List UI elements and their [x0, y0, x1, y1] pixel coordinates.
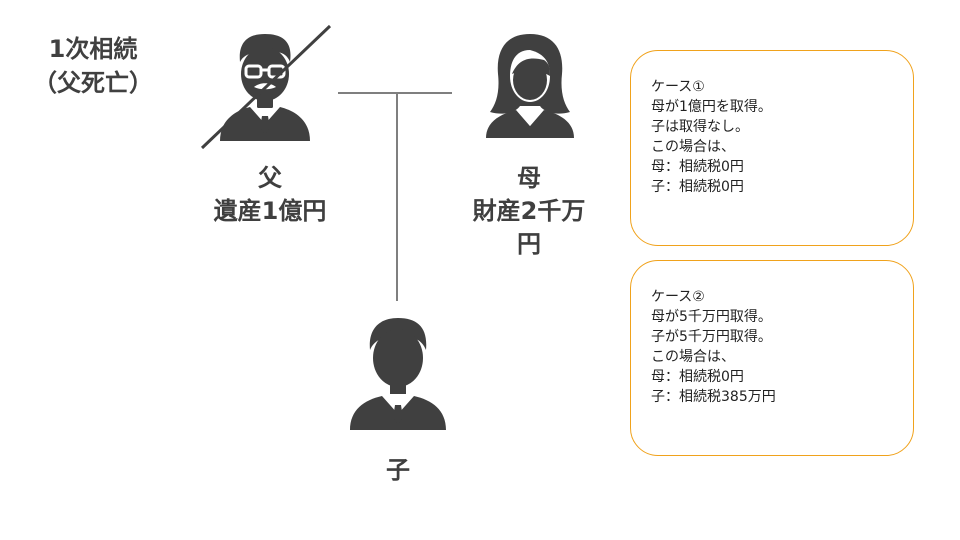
case-1-line: この場合は、	[651, 139, 735, 155]
child-name: 子	[386, 456, 410, 484]
case-1-line: 子：相続税0円	[651, 179, 744, 195]
mother-label: 母 財産2千万 円	[436, 162, 622, 261]
case-1-line: 母：相続税0円	[651, 159, 744, 175]
mother-icon	[486, 34, 574, 138]
case-1-line: 子は取得なし。	[651, 119, 749, 135]
case-1-line: 母が1億円を取得。	[651, 99, 772, 115]
case-2-line: この場合は、	[651, 349, 735, 365]
case-1-title: ケース①	[651, 79, 705, 95]
father-icon	[200, 24, 332, 150]
father-label: 父 遺産1億円	[180, 162, 360, 228]
case-2-line: 母：相続税0円	[651, 369, 744, 385]
child-label: 子	[358, 454, 438, 487]
father-asset: 遺産1億円	[213, 197, 327, 225]
title-line-2: （父死亡）	[33, 69, 153, 97]
title-line-1: 1次相続	[48, 35, 138, 63]
case-2-line: 母が5千万円取得。	[651, 309, 772, 325]
mother-name: 母	[517, 164, 541, 192]
marriage-line	[338, 92, 452, 94]
case-1-box: ケース① 母が1億円を取得。 子は取得なし。 この場合は、 母：相続税0円 子：…	[630, 50, 914, 246]
inheritance-title: 1次相続 （父死亡）	[18, 32, 168, 100]
descent-line	[396, 93, 398, 301]
case-2-line: 子が5千万円取得。	[651, 329, 772, 345]
child-icon	[350, 318, 446, 430]
mother-asset-cont: 円	[517, 230, 541, 258]
case-2-title: ケース②	[651, 289, 705, 305]
case-2-line: 子：相続税385万円	[651, 389, 776, 405]
father-name: 父	[258, 164, 282, 192]
mother-asset: 財産2千万	[472, 197, 586, 225]
case-2-box: ケース② 母が5千万円取得。 子が5千万円取得。 この場合は、 母：相続税0円 …	[630, 260, 914, 456]
